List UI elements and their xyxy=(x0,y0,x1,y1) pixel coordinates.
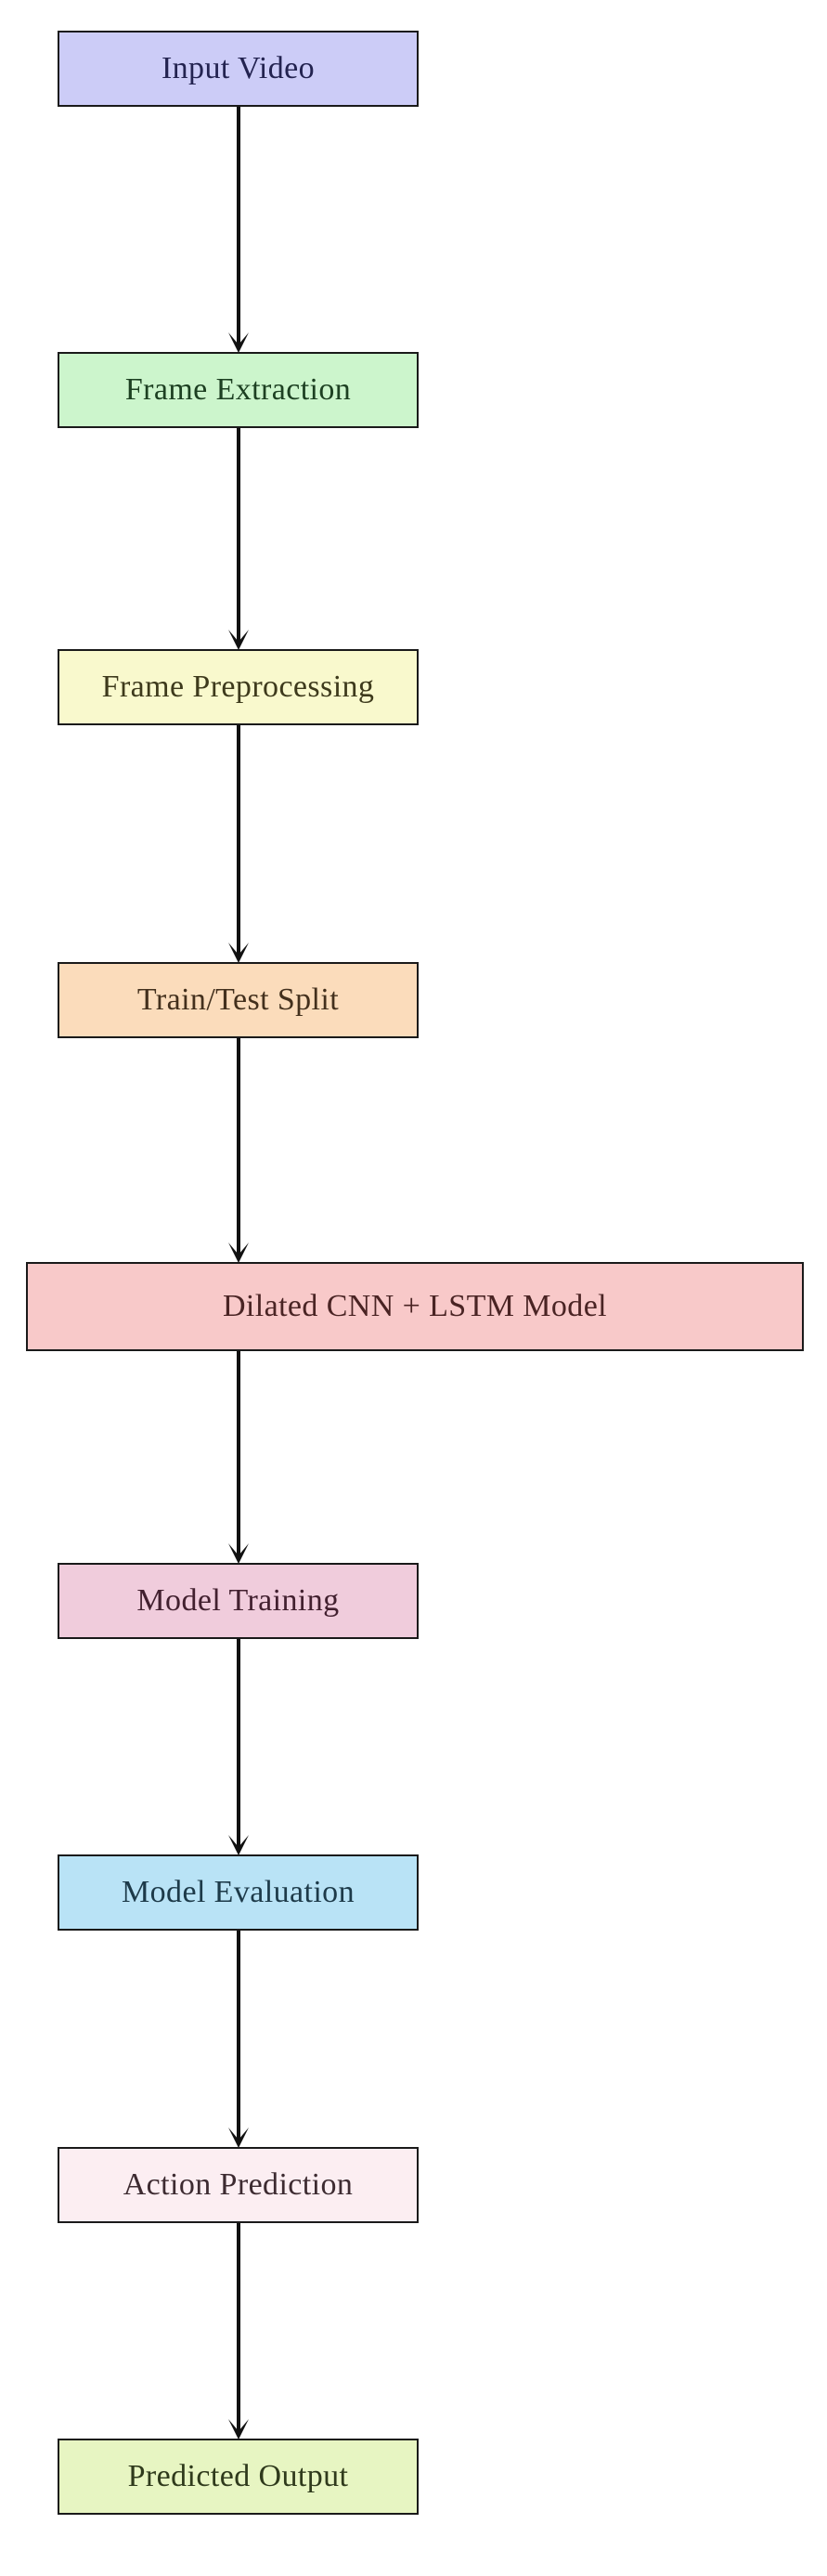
flow-node-dilated-cnn-lstm-model[interactable]: Dilated CNN + LSTM Model xyxy=(26,1262,804,1351)
flow-node-label: Predicted Output xyxy=(127,2459,349,2494)
flow-arrow-frame-preprocessing-to-train-test-split xyxy=(228,725,249,963)
flow-node-label: Frame Extraction xyxy=(124,372,352,408)
flow-node-label: Input Video xyxy=(161,51,316,86)
flow-arrow-train-test-split-to-dilated-cnn-lstm-model xyxy=(228,1038,249,1263)
flow-node-label: Model Evaluation xyxy=(122,1875,355,1910)
flow-arrow-dilated-cnn-lstm-model-to-model-training xyxy=(228,1351,249,1564)
flow-node-action-prediction[interactable]: Action Prediction xyxy=(58,2147,419,2223)
flow-arrow-frame-extraction-to-frame-preprocessing xyxy=(228,428,249,650)
flow-arrow-input-video-to-frame-extraction xyxy=(228,107,249,353)
flow-node-train-test-split[interactable]: Train/Test Split xyxy=(58,962,419,1038)
flow-node-frame-preprocessing[interactable]: Frame Preprocessing xyxy=(58,649,419,725)
flow-arrow-model-training-to-model-evaluation xyxy=(228,1639,249,1855)
flow-node-label: Train/Test Split xyxy=(136,982,340,1018)
flow-node-label: Dilated CNN + LSTM Model xyxy=(222,1289,608,1324)
flow-node-model-evaluation[interactable]: Model Evaluation xyxy=(58,1854,419,1931)
flow-arrow-model-evaluation-to-action-prediction xyxy=(228,1931,249,2148)
flow-node-frame-extraction[interactable]: Frame Extraction xyxy=(58,352,419,428)
flow-arrow-action-prediction-to-predicted-output xyxy=(228,2223,249,2439)
flow-node-input-video[interactable]: Input Video xyxy=(58,31,419,107)
flow-node-label: Action Prediction xyxy=(123,2167,354,2203)
flow-node-predicted-output[interactable]: Predicted Output xyxy=(58,2439,419,2515)
flow-node-model-training[interactable]: Model Training xyxy=(58,1563,419,1639)
flow-node-label: Frame Preprocessing xyxy=(101,670,375,705)
flow-node-label: Model Training xyxy=(136,1583,340,1619)
